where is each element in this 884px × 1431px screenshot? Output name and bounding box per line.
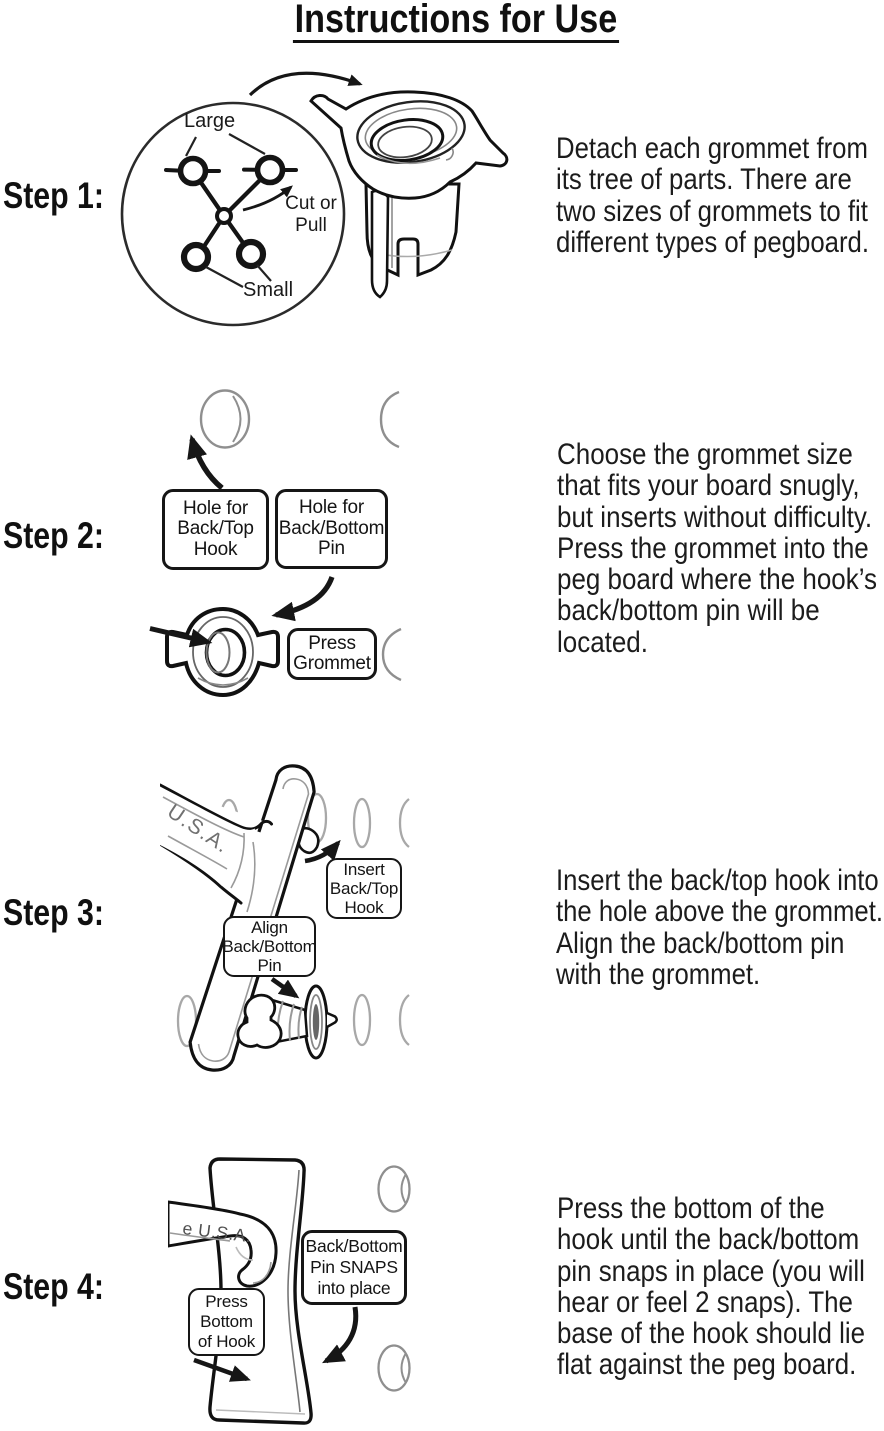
arrow-align-pin xyxy=(270,977,300,999)
label-cut-or-pull: Cut or Pull xyxy=(285,193,337,236)
step-1-illustration xyxy=(120,71,509,327)
back-top-hook-tip xyxy=(297,826,320,855)
step-2-text: Choose the grommet size that fits your b… xyxy=(557,438,878,659)
pegboard-holes xyxy=(377,1165,411,1392)
step-1-label: Step 1: xyxy=(3,175,104,217)
grommet-rings xyxy=(177,154,286,273)
step-2-label: Step 2: xyxy=(3,515,104,557)
step-3-text: Insert the back/top hook into the hole a… xyxy=(556,864,883,991)
callout-insert-back-top-hook: Insert Back/Top Hook xyxy=(326,858,402,919)
step-2-illustration xyxy=(149,389,402,698)
label-small: Small xyxy=(243,279,294,301)
step-4-illustration xyxy=(168,1157,411,1425)
arm-side-inner-lines xyxy=(169,1232,272,1284)
base-plate-edge-line xyxy=(287,1169,301,1413)
pegboard-holes xyxy=(199,389,402,682)
page-title: Instructions for Use xyxy=(292,0,620,43)
callout-hole-back-top-hook: Hole for Back/Top Hook xyxy=(162,489,269,570)
callout-press-grommet: Press Grommet xyxy=(287,628,377,680)
magnifier-circle xyxy=(120,101,346,327)
tree-center-ring xyxy=(215,207,233,225)
arrow-into-grommet xyxy=(149,626,213,648)
arrow-to-grommet xyxy=(271,576,335,622)
callout-pin-snaps: Back/Bottom Pin SNAPS into place xyxy=(301,1230,407,1305)
grommet-part-3d xyxy=(309,90,509,299)
step-4-label: Step 4: xyxy=(3,1265,104,1307)
detach-arrow xyxy=(248,71,363,97)
title-wrap: Instructions for Use xyxy=(28,0,884,43)
sprue-stubs xyxy=(164,167,298,173)
callout-hole-back-bottom-pin: Hole for Back/Bottom Pin xyxy=(275,489,388,569)
arrow-insert-hook xyxy=(304,839,341,864)
step-4-text: Press the bottom of the hook until the b… xyxy=(557,1192,865,1382)
base-bottom-line xyxy=(215,1409,306,1415)
pin-grommet-assembly xyxy=(236,984,338,1060)
cut-or-pull-arrow xyxy=(242,185,293,212)
leader-lines xyxy=(185,133,272,288)
callout-press-bottom: Press Bottom of Hook xyxy=(188,1288,265,1356)
label-large: Large xyxy=(184,110,236,132)
arrow-pin-snaps xyxy=(322,1306,359,1364)
hook-front-arm xyxy=(160,783,278,913)
callout-align-back-bottom-pin: Align Back/Bottom Pin xyxy=(222,916,317,977)
hook-arm-side xyxy=(168,1200,278,1288)
step-1-text: Detach each grommet from its tree of par… xyxy=(556,132,870,259)
arrow-to-top-hole xyxy=(187,434,224,491)
grommet-front-view xyxy=(165,606,280,698)
arrow-press-bottom xyxy=(193,1357,251,1382)
step-3-label: Step 3: xyxy=(3,891,104,933)
